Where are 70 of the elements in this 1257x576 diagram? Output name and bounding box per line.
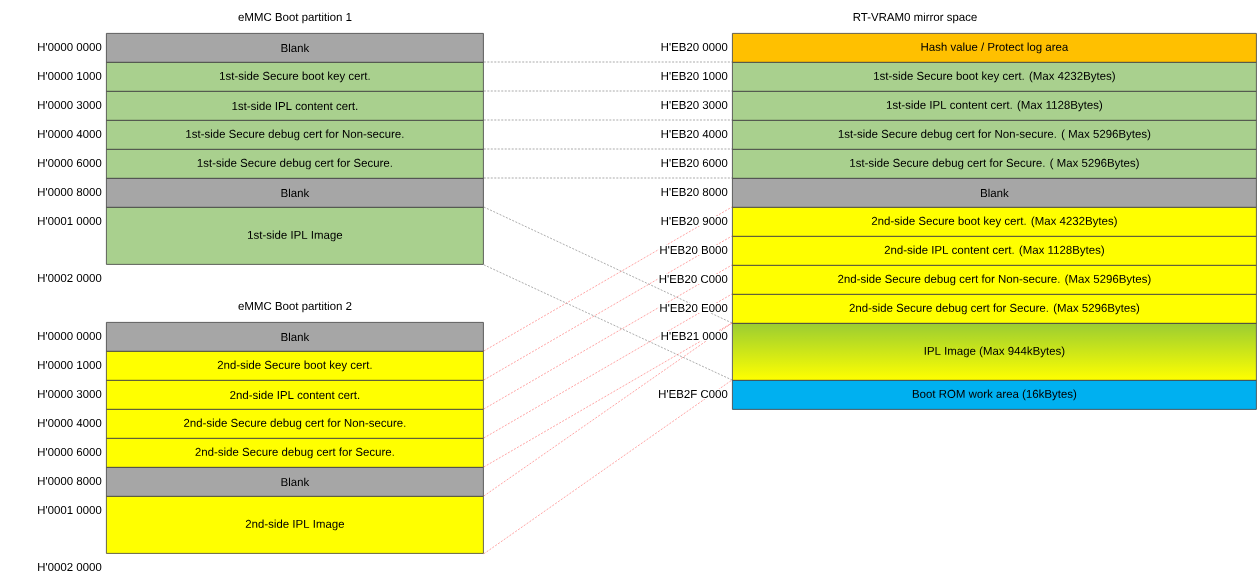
address-label: H'0000 1000 [36,359,103,371]
address-label: H'EB20 3000 [659,99,729,111]
memory-region: 2nd-side IPL Image [106,496,484,554]
memory-region: 2nd-side Secure debug cert for Non-secure. [106,409,484,439]
mapping-line [483,206,733,352]
memory-region: 2nd-side Secure debug cert for Secure. [106,438,484,468]
address-label: H'0002 0000 [36,272,103,284]
column-heading: eMMC Boot partition 1 [237,11,353,25]
address-label: H'0001 0000 [36,504,103,516]
mapping-line [483,148,733,150]
address-label: H'EB20 6000 [659,157,729,169]
address-label: H'EB20 E000 [658,302,729,314]
memory-region: 1st-side Secure boot key cert. (Max 4232Bytes) [732,62,1257,92]
address-label: H'0000 4000 [36,417,103,429]
memory-region: Hash value / Protect log area [732,33,1257,63]
address-label: H'EB2F C000 [657,388,729,400]
address-label: H'EB20 4000 [659,128,729,140]
memory-region: 1st-side Secure debug cert for Non-secure. [106,120,484,150]
address-label: H'0000 6000 [36,157,103,169]
memory-region: IPL Image (Max 944kBytes) [732,323,1257,381]
memory-region: 1st-side Secure debug cert for Non-secure. ( Max 5296Bytes) [732,120,1257,150]
address-label: H'EB20 0000 [659,41,729,53]
memory-region: Blank [106,467,484,497]
address-label: H'0002 0000 [36,561,103,573]
memory-region: 2nd-side IPL content cert. [106,380,484,410]
memory-region: Blank [106,322,484,352]
memory-region: 1st-side IPL Image [106,207,484,265]
mapping-line [483,322,733,468]
memory-region: Blank [732,178,1257,208]
address-label: H'EB20 1000 [659,70,729,82]
address-label: H'0000 1000 [36,70,103,82]
mapping-line [483,264,733,410]
memory-region: 2nd-side Secure boot key cert. (Max 4232Bytes) [732,207,1257,237]
address-label: H'EB20 9000 [659,215,729,227]
address-label: H'0000 8000 [36,186,103,198]
address-label: H'0000 6000 [36,446,103,458]
mapping-line [483,293,733,439]
address-label: H'0001 0000 [36,215,103,227]
memory-region: Blank [106,178,484,208]
address-label: H'EB21 0000 [659,330,729,342]
mapping-line [483,90,733,92]
memory-region: 1st-side IPL content cert. (Max 1128Bytes) [732,91,1257,121]
memory-region: 2nd-side Secure debug cert for Non-secure. (Max 5296Bytes) [732,265,1257,295]
address-label: H'0000 0000 [36,41,103,53]
memory-region: Blank [106,33,484,63]
address-label: H'0000 0000 [36,330,103,342]
address-label: H'0000 4000 [36,128,103,140]
address-label: H'EB20 8000 [659,186,729,198]
address-label: H'EB20 C000 [657,273,729,285]
memory-region: 1st-side IPL content cert. [106,91,484,121]
mapping-line [483,177,733,179]
memory-region: 1st-side Secure boot key cert. [106,62,484,92]
memory-region: Boot ROM work area (16kBytes) [732,380,1257,410]
mapping-line [483,206,733,324]
address-label: H'EB20 B000 [658,244,729,256]
memory-region: 2nd-side IPL content cert. (Max 1128Bytes) [732,236,1257,266]
mapping-line [483,61,733,63]
mapping-line [483,119,733,121]
address-label: H'0000 3000 [36,99,103,111]
memory-region: 2nd-side Secure boot key cert. [106,351,484,381]
column-heading: eMMC Boot partition 2 [237,300,353,314]
mapping-line [483,322,733,497]
address-label: H'0000 3000 [36,388,103,400]
memory-region: 2nd-side Secure debug cert for Secure. (Max 5296Bytes) [732,294,1257,324]
memory-region: 1st-side Secure debug cert for Secure. [106,149,484,179]
mapping-line [483,235,733,381]
mapping-line [483,379,733,555]
memory-region: 1st-side Secure debug cert for Secure. ( Max 5296Bytes) [732,149,1257,179]
mapping-line [483,264,733,381]
address-label: H'0000 8000 [36,475,103,487]
